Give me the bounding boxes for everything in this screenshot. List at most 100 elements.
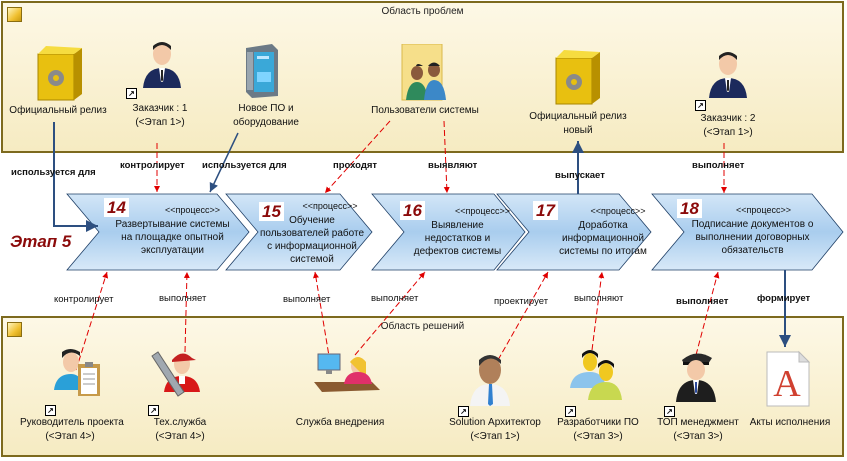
node-label: Тех.служба: [153, 417, 207, 428]
label-used-for: используется для: [202, 160, 287, 171]
process-number-17: 17: [533, 201, 558, 220]
process-17[interactable]: <<процесс>> Доработка информационной сис…: [553, 205, 653, 258]
link-release-to-14: [53, 122, 98, 232]
solution-area-title: Область решений: [380, 321, 465, 332]
label-releases: выпускает: [555, 170, 605, 181]
link-pm-to-14: [75, 271, 109, 371]
stereotype: <<процесс>>: [455, 206, 510, 216]
process-line: на площадке опытной: [121, 232, 224, 243]
node-sublabel: (<Этап 3>): [673, 431, 723, 442]
node-developers[interactable]: Разработчики ПО (<Этап 3>): [548, 416, 648, 444]
node-label: Пользователи системы: [371, 105, 479, 116]
process-14[interactable]: <<процесс>> Развертывание системы на пло…: [100, 204, 245, 257]
document-icon: A: [765, 350, 811, 411]
process-line: системы по итогам: [559, 246, 647, 257]
stereotype: <<процесс>>: [302, 201, 358, 211]
process-line: Подписание документов о: [691, 219, 814, 230]
process-line: с информационной: [267, 241, 357, 252]
node-top-management[interactable]: ТОП менеджмент (<Этап 3>): [648, 416, 748, 444]
shortcut-icon: ↗: [148, 405, 159, 416]
node-tech-service[interactable]: Тех.служба (<Этап 4>): [140, 416, 220, 444]
link-hw-to-14: [209, 132, 239, 193]
process-line: Обучение: [289, 215, 335, 226]
link-users-to-15: [324, 120, 391, 194]
process-line: пользователей работе: [259, 228, 365, 239]
architect-icon: [470, 352, 514, 411]
node-official-release[interactable]: Официальный релиз: [8, 104, 108, 118]
node-label: Заказчик : 1: [132, 103, 188, 114]
problem-area-title: Область проблем: [381, 6, 464, 17]
shortcut-icon: ↗: [458, 406, 469, 417]
label-used-for: используется для: [11, 167, 96, 178]
node-label: Новое ПО и: [238, 103, 294, 114]
process-line: недостатков и: [424, 233, 491, 244]
process-number-18: 18: [677, 199, 702, 218]
process-18[interactable]: <<процесс>> Подписание документов о выпо…: [680, 204, 825, 257]
server-icon: [242, 42, 282, 101]
node-official-release-new[interactable]: Официальный релиз новый: [523, 110, 633, 138]
users-folder-icon: [400, 43, 450, 105]
package-icon: [7, 7, 22, 22]
link-users-to-16: [443, 120, 450, 194]
label-designs: проектирует: [494, 296, 549, 307]
shortcut-icon: ↗: [126, 88, 137, 99]
process-line: обязательств: [721, 245, 784, 256]
process-15[interactable]: <<процесс>> Обучение пользователей работ…: [257, 200, 367, 266]
stereotype: <<процесс>>: [165, 205, 220, 215]
node-sublabel: (<Этап 1>): [470, 431, 520, 442]
node-label: Руководитель проекта: [20, 417, 124, 428]
node-label: Служба внедрения: [295, 417, 385, 428]
label-performs: выполняет: [371, 293, 419, 304]
manager-clipboard-icon: [52, 348, 104, 403]
process-number-14: 14: [104, 198, 129, 217]
technician-wrench-icon: [148, 348, 208, 403]
label-performs: выполняет: [676, 296, 729, 307]
package-icon: [7, 322, 22, 337]
node-acts[interactable]: Акты исполнения: [740, 416, 840, 430]
label-controls: контролирует: [54, 294, 114, 305]
svg-text:A: A: [773, 363, 801, 405]
node-sublabel: (<Этап 3>): [573, 431, 623, 442]
node-sublabel: (<Этап 1>): [135, 117, 185, 128]
node-sublabel: (<Этап 4>): [45, 431, 95, 442]
node-customer-2[interactable]: Заказчик : 2 (<Этап 1>): [678, 112, 778, 140]
node-label: Solution Архитектор: [449, 417, 541, 428]
label-pass: проходят: [333, 160, 378, 171]
officer-icon: [674, 348, 718, 407]
node-label: Заказчик : 2: [700, 113, 756, 124]
process-16[interactable]: <<процесс>> Выявление недостатков и дефе…: [400, 205, 515, 258]
node-project-manager[interactable]: Руководитель проекта (<Этап 4>): [20, 416, 124, 444]
label-performs: выполняет: [692, 160, 745, 171]
label-performs: выполняет: [283, 294, 331, 305]
process-line: выполнении договорных: [695, 232, 810, 243]
process-line: Выявление: [431, 220, 484, 231]
software-box-icon: [34, 40, 84, 105]
node-customer-1[interactable]: Заказчик : 1 (<Этап 1>): [110, 102, 210, 130]
process-number-15: 15: [259, 202, 284, 221]
node-sublabel: (<Этап 4>): [155, 431, 205, 442]
label-perform: выполняют: [574, 293, 624, 304]
link-devs-to-17: [591, 271, 605, 351]
shortcut-icon: ↗: [45, 405, 56, 416]
node-implementation-service[interactable]: Служба внедрения: [290, 416, 390, 430]
link-tech-to-14: [183, 271, 190, 353]
link-architect-to-17: [497, 271, 549, 361]
stereotype: <<процесс>>: [590, 206, 646, 216]
node-label: Акты исполнения: [749, 417, 831, 428]
node-solution-architect[interactable]: Solution Архитектор (<Этап 1>): [440, 416, 550, 444]
node-label: Официальный релиз: [9, 105, 107, 116]
process-line: системой: [290, 254, 334, 265]
developers-icon: [566, 348, 622, 403]
label-controls: контролирует: [120, 160, 185, 171]
node-system-users[interactable]: Пользователи системы: [360, 104, 490, 118]
node-new-software-hardware[interactable]: Новое ПО и оборудование: [226, 102, 306, 130]
node-label: Разработчики ПО: [557, 417, 639, 428]
node-sublabel: оборудование: [233, 117, 299, 128]
businessman-icon: [708, 50, 748, 103]
process-line: Доработка: [578, 220, 628, 231]
node-sublabel: (<Этап 1>): [703, 127, 753, 138]
process-number-16: 16: [400, 201, 425, 220]
process-line: Развертывание системы: [115, 219, 230, 230]
link-impl-to-15: [313, 271, 331, 363]
label-performs: выполняет: [159, 293, 207, 304]
